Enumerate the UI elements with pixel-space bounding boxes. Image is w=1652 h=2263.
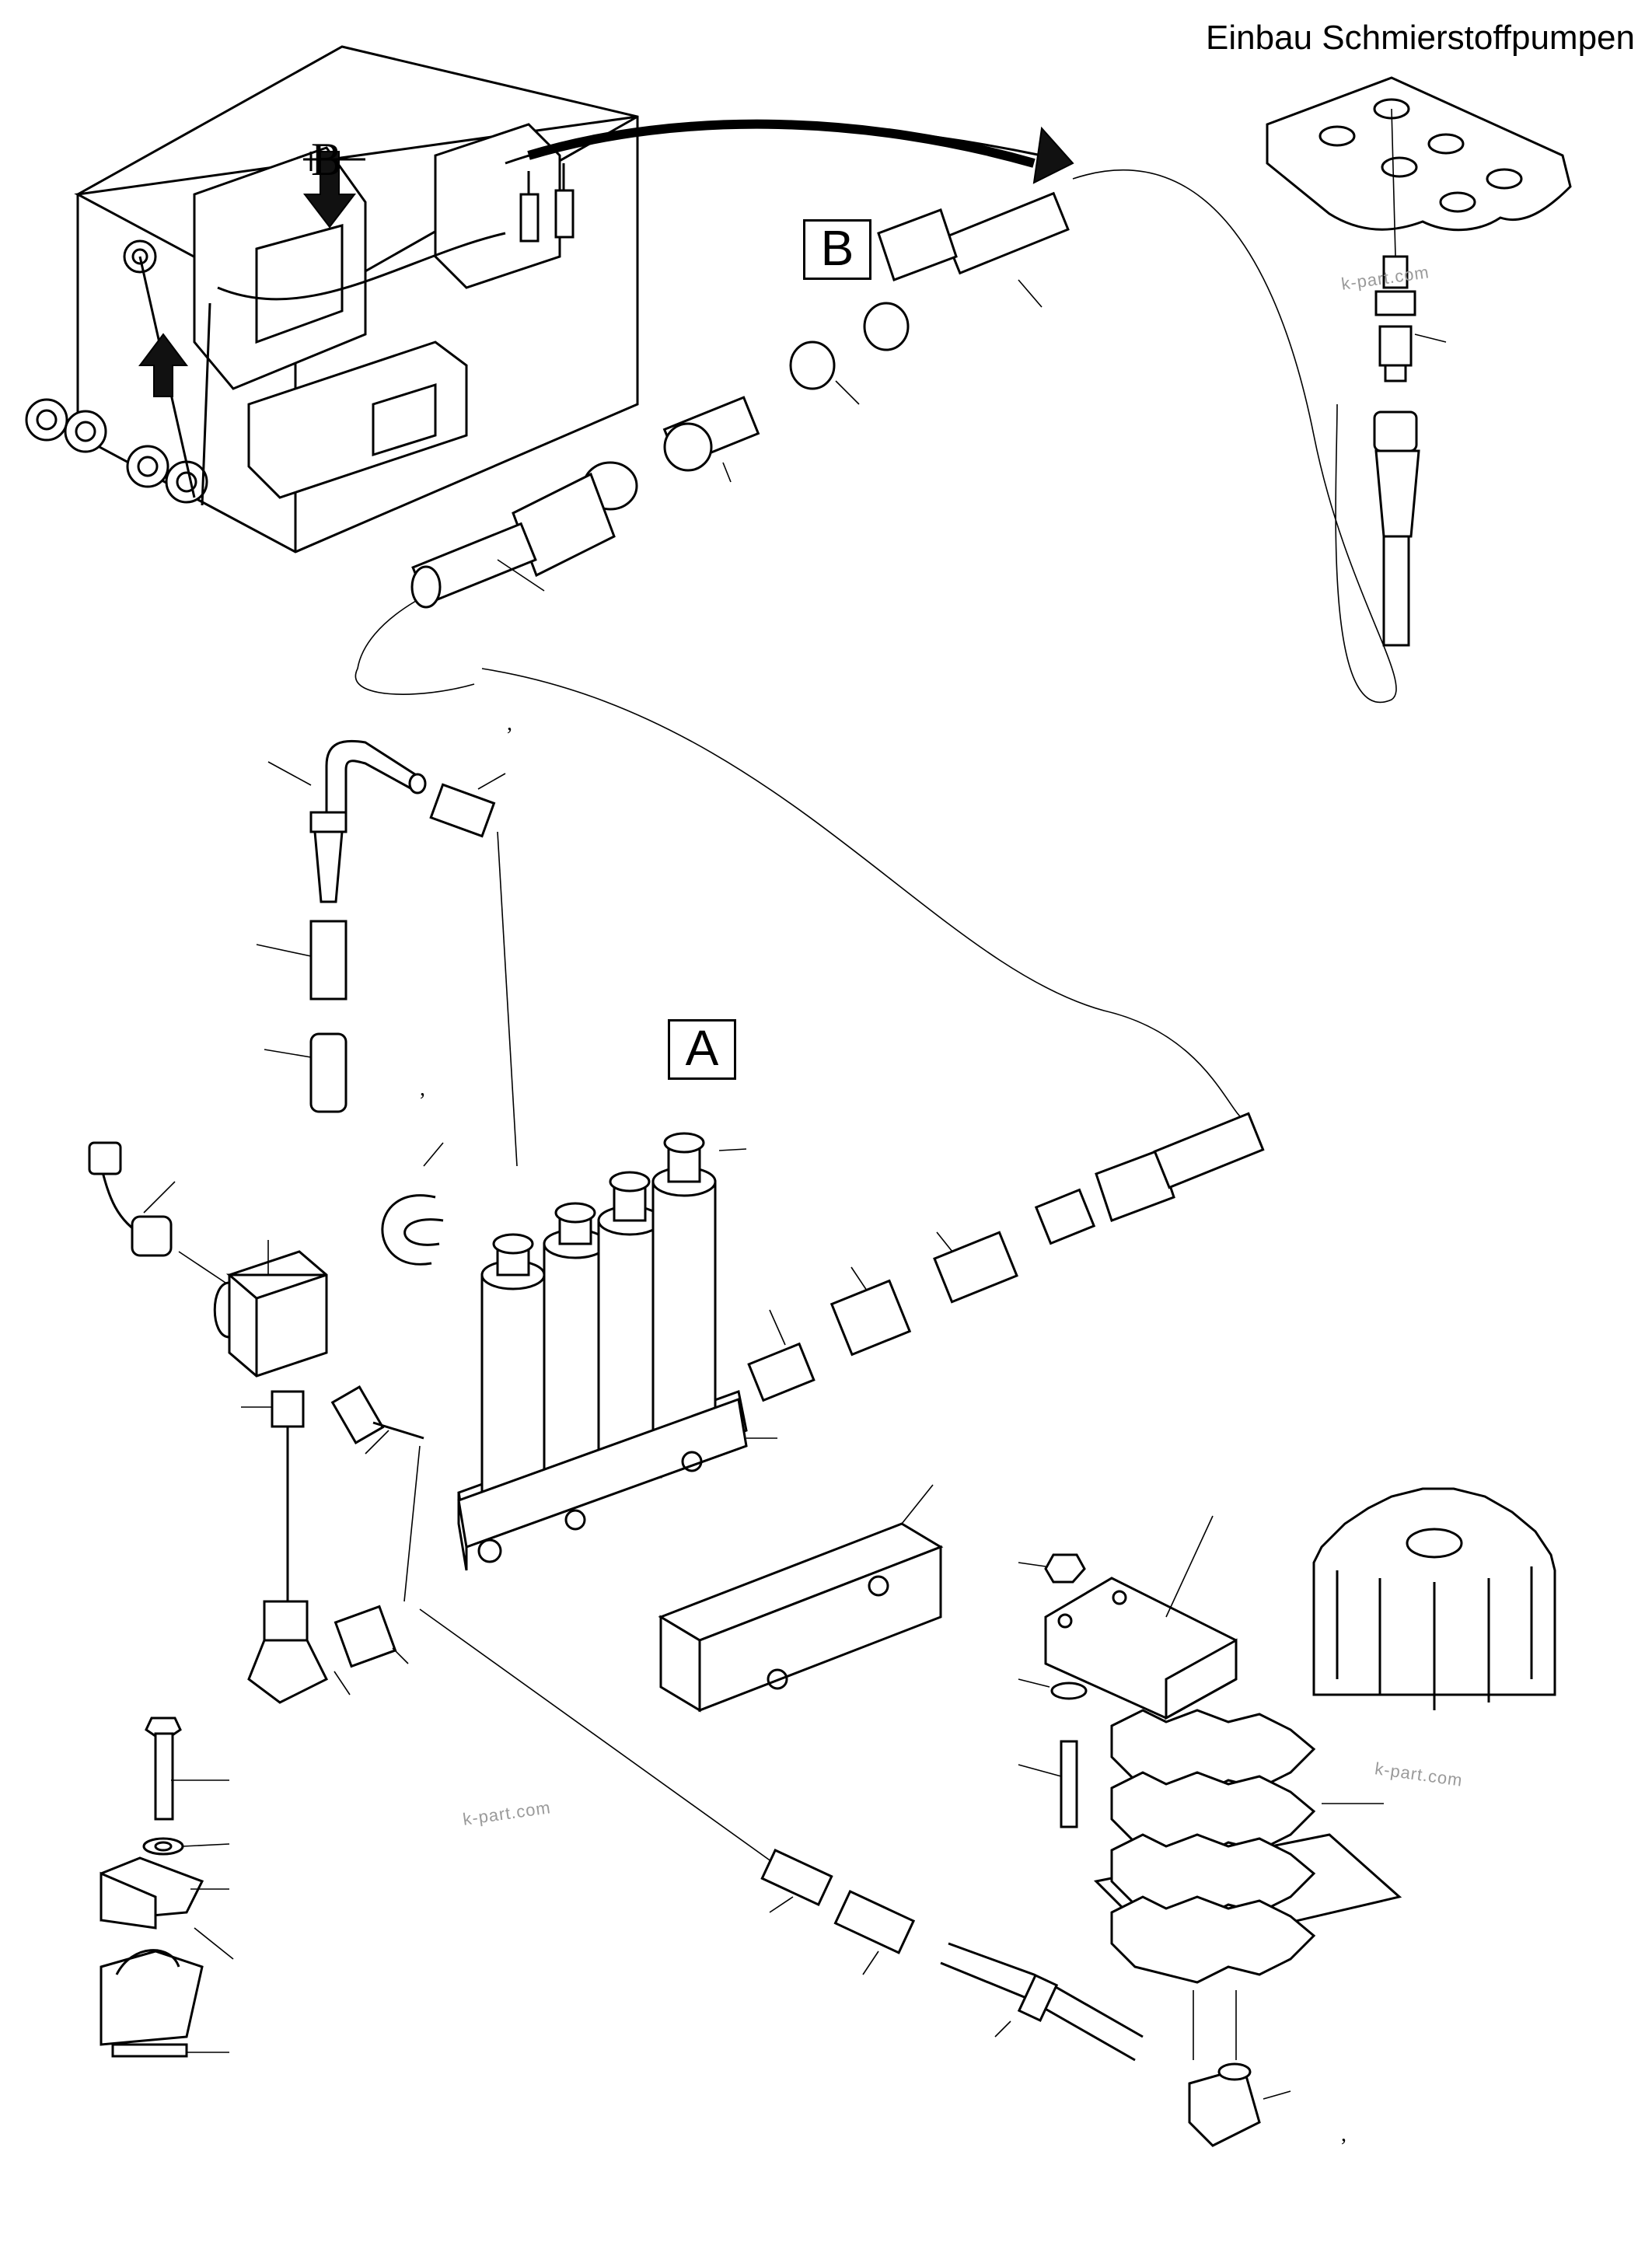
tick-mark: , xyxy=(420,1077,425,1101)
diagram-title: Einbau Schmierstoffpumpen xyxy=(1206,19,1635,57)
tick-mark: , xyxy=(507,711,512,735)
machine-callout-b: B xyxy=(311,134,343,185)
gear-assembly xyxy=(1018,1487,1556,2060)
detail-b-hose-fittings xyxy=(354,169,1397,704)
detail-a-pump-block xyxy=(88,668,1265,1713)
lower-pipe-fittings xyxy=(419,1608,1291,2147)
callout-b: B xyxy=(803,219,871,280)
pump-plate-installation xyxy=(1266,76,1572,647)
clamp-assembly xyxy=(100,1716,234,2058)
transfer-arrow-head xyxy=(1032,126,1074,184)
callout-a: A xyxy=(668,1019,736,1080)
sprocket-stack xyxy=(1110,1709,1316,1984)
tick-mark: , xyxy=(1341,2122,1346,2146)
machine-overview xyxy=(25,45,639,554)
